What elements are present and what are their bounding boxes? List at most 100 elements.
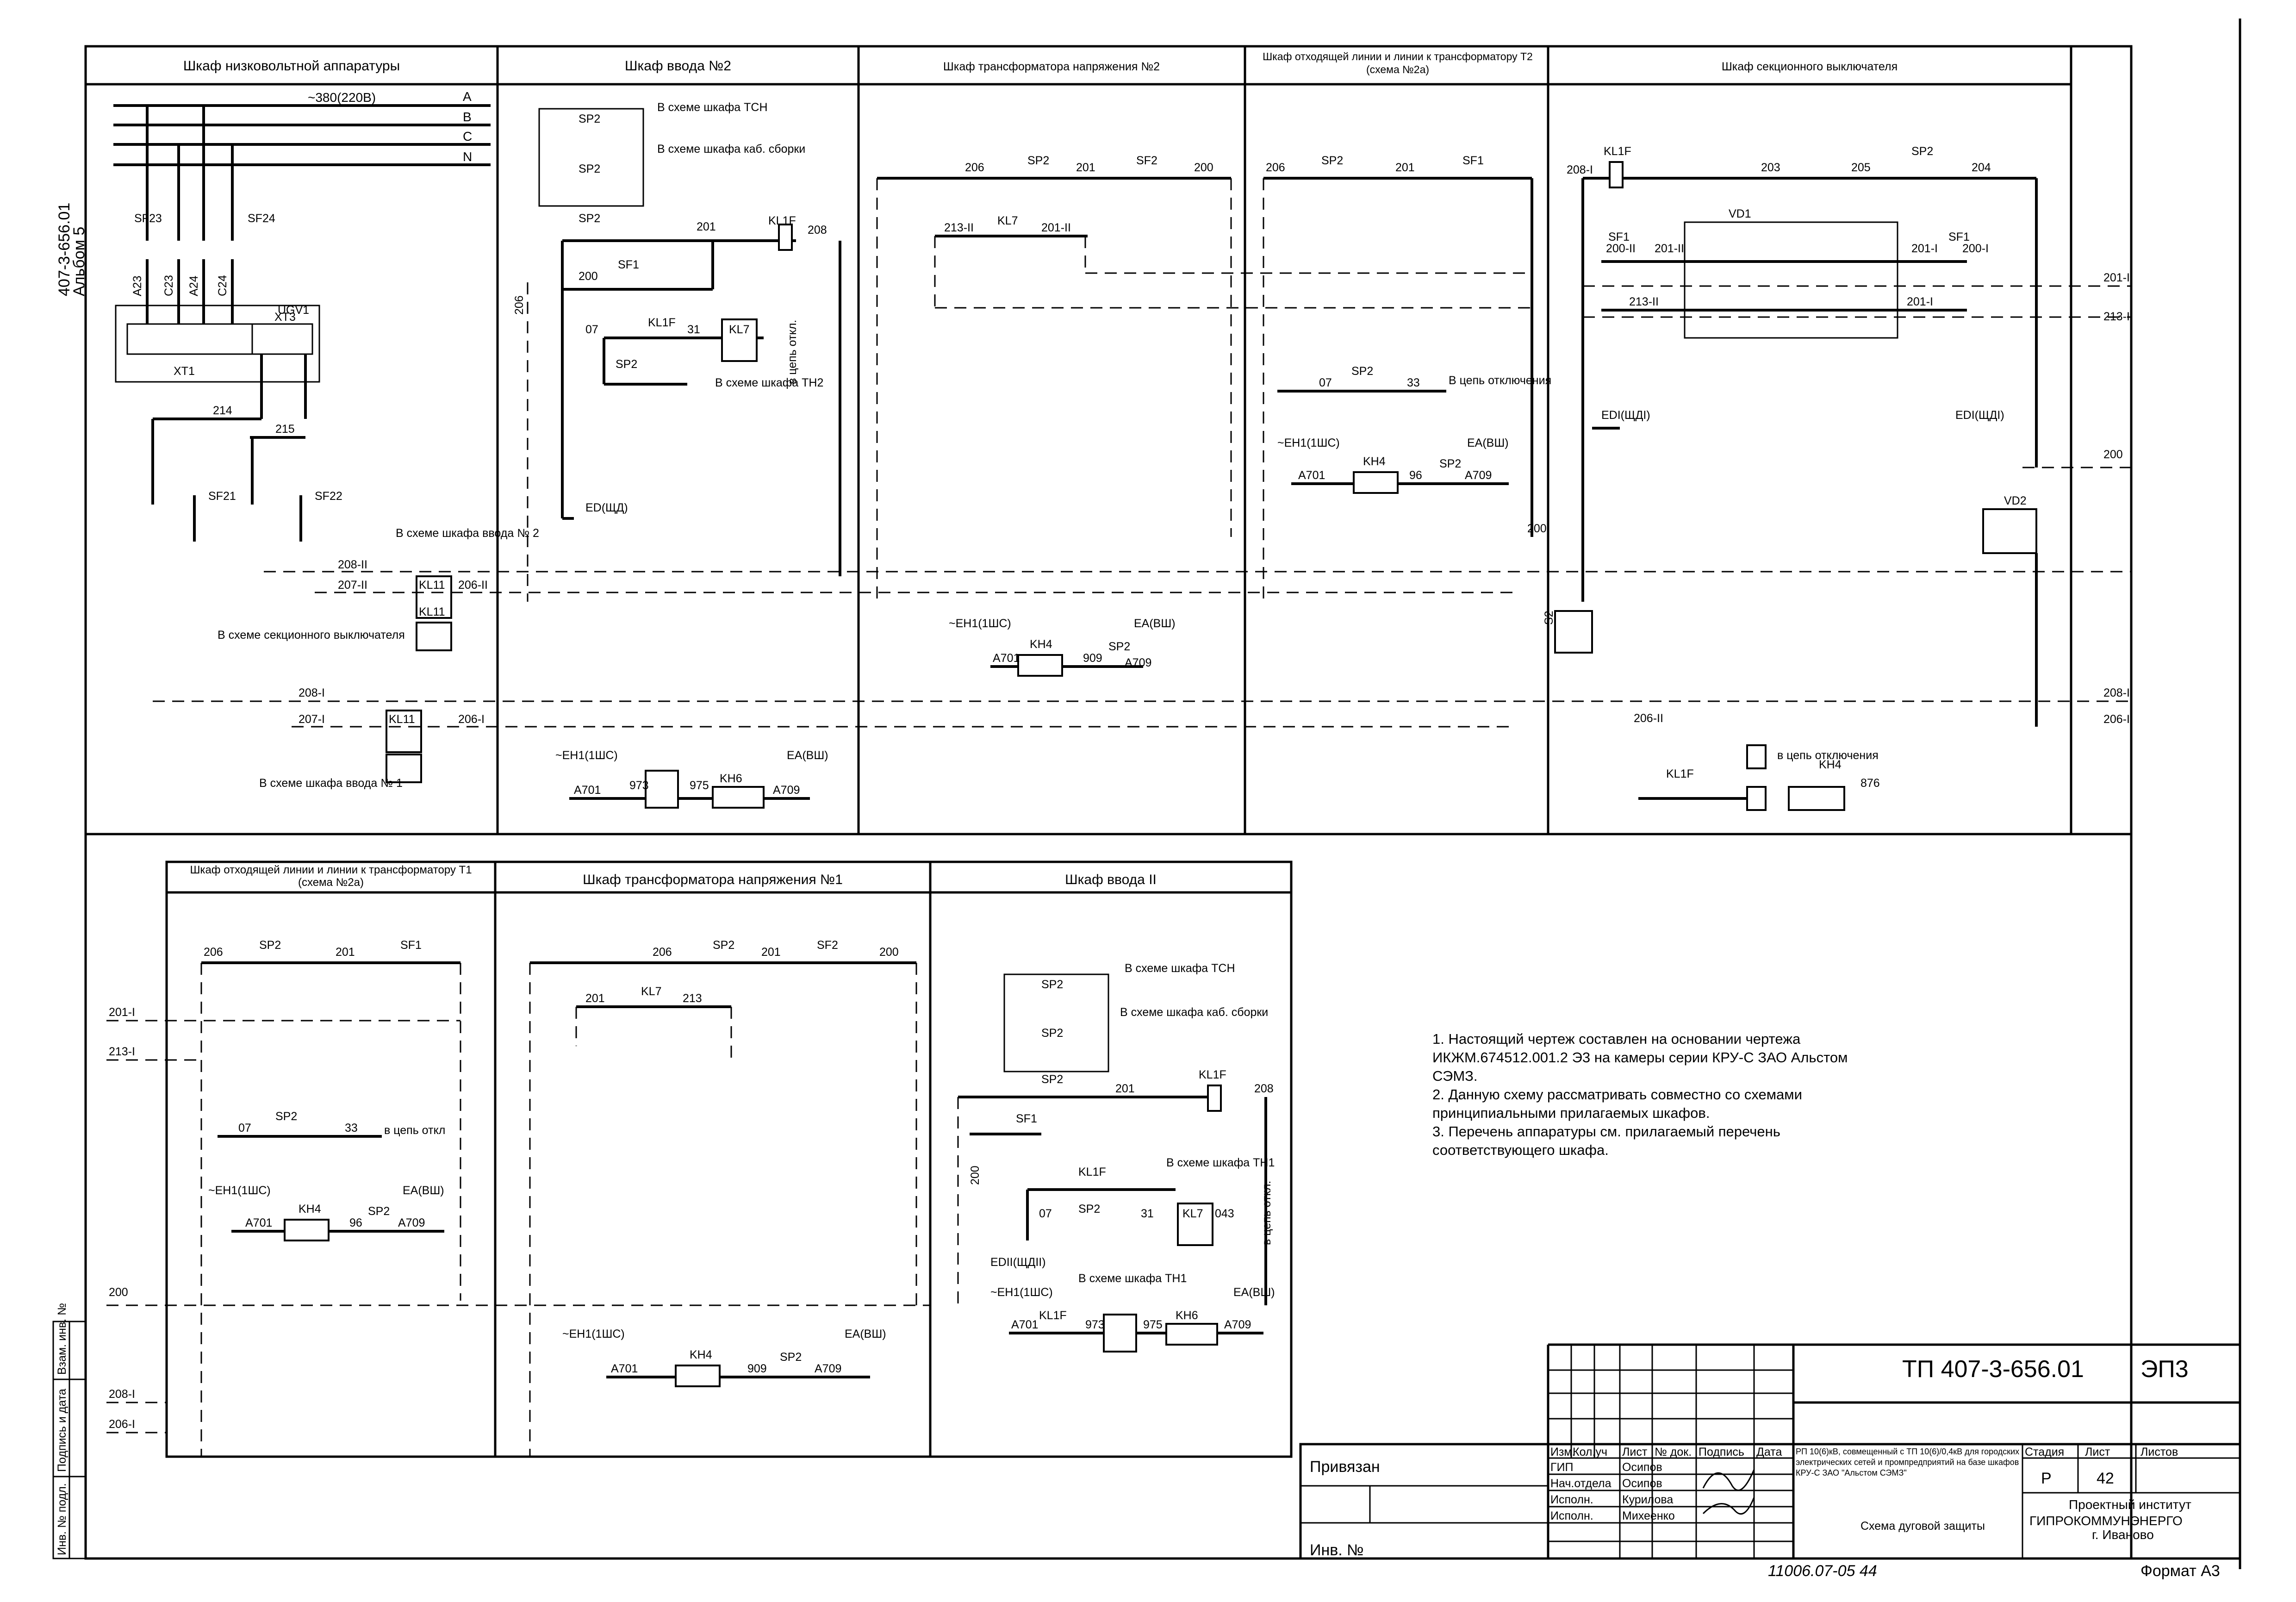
eh1: ~ЕН1(1ШС) [208,1184,271,1197]
signature-1 [1702,1469,1755,1491]
kh4: KH4 [299,1203,321,1216]
bus-voltage: ~380(220В) [308,90,376,105]
section-headers-bottom: Шкаф отходящей линии и линии к трансформ… [190,864,1157,889]
w-206: 206 [653,946,672,959]
eh1: ~ЕН1(1ШС) [1277,436,1340,449]
org-line-1: Проектный институт [2069,1497,2191,1512]
w-201: 201 [1115,1082,1135,1095]
w-203: 203 [1761,161,1780,174]
edi-right: EDI(ЩДI) [1955,409,2004,422]
note-1: 1. Настоящий чертеж составлен на основан… [1432,1031,1848,1084]
ref-tn2: В схеме шкафа ТН2 [715,376,823,389]
kl1f-2: KL1F [648,316,676,329]
w-201: 201 [697,220,716,233]
sheet-type: ЭП3 [2140,1356,2189,1383]
stamp-replace-inv: Взам. инв. № [56,1303,68,1375]
col-date: Дата [1756,1446,1782,1459]
drawing-title: Схема дуговой защиты [1860,1520,1985,1533]
ea: ЕА(ВШ) [1233,1286,1275,1299]
ea: ЕА(ВШ) [403,1184,444,1197]
w-200-i: 200-I [1962,242,1989,255]
edii: EDII(ЩДII) [990,1256,1046,1269]
w-043: 043 [1215,1207,1234,1220]
ea: ЕА(ВШ) [845,1328,886,1340]
w-208-i: 208-I [109,1388,135,1401]
w-201: 201 [1395,161,1415,174]
w-201: 201 [336,946,355,959]
sp2-2: SP2 [1041,1027,1063,1040]
name-exec1: Курилова [1622,1493,1673,1506]
edi-left: EDI(ЩДI) [1601,409,1650,422]
stage-value: Р [2041,1470,2052,1487]
a709: A709 [815,1362,841,1375]
phase-n: N [463,150,472,164]
inv-label: Инв. № [1310,1541,1364,1559]
phase-c: C [463,129,472,143]
title-block: ТП 407-3-656.01 ЭП3 Изм. Кол.уч Лист № д… [1299,1343,2241,1580]
w-206: 206 [513,295,526,315]
col-list: Лист [1622,1446,1648,1459]
role-exec1: Исполн. [1550,1493,1593,1506]
sheets-label: Листов [2140,1446,2178,1459]
sf2: SF2 [1136,154,1157,167]
w-909: 909 [747,1362,767,1375]
wire-206-i: 206-I [458,713,485,726]
sheet-value: 42 [2097,1470,2114,1487]
ref-cable: В схеме шкафа каб. сборки [1120,1006,1268,1019]
relay-kl11-a: KL11 [419,579,445,592]
sp2-3: SP2 [579,212,600,225]
a24: A24 [187,275,200,296]
ref-tn1: В схеме шкафа ТН1 [1166,1156,1275,1169]
header-tn-1: Шкаф трансформатора напряжения №1 [583,872,843,887]
sf1: SF1 [400,939,422,952]
w-213: 213 [683,992,702,1005]
role-head: Нач.отдела [1550,1477,1612,1490]
lv-cabinet: ~380(220В) A B C N SF23 SF24 A23 C23 A24… [113,89,2131,790]
sp2: SP2 [1027,154,1049,167]
w-96: 96 [349,1216,362,1229]
tied-label: Привязан [1310,1458,1380,1476]
tn-1-cabinet: 206 SP2 201 SF2 200 201 KL7 213 ~ЕН1(1ШС… [529,939,917,1457]
w-208-i: 208-I [1567,163,1593,176]
eh1: ~ЕН1(1ШС) [562,1328,625,1340]
sp2-b: SP2 [780,1351,802,1364]
wire-215: 215 [275,423,295,436]
sp2-3: SP2 [1041,1073,1063,1086]
col-izm: Изм. [1550,1446,1575,1459]
ref-tsn: В схеме шкафа ТСН [1125,962,1235,975]
kh4: KH4 [1030,638,1052,651]
kh4: KH4 [1819,758,1842,771]
s2: S2 [1543,611,1556,625]
kl1f: KL1F [1604,145,1631,158]
kl7: KL7 [641,985,661,998]
sf23-label: SF23 [134,212,162,225]
out-trip: в цепь откл. [786,320,799,384]
sp2-b: SP2 [1108,640,1130,653]
ed: ED(ЩД) [585,501,628,514]
org-line-3: г. Иваново [2092,1527,2154,1542]
stage-label: Стадия [2025,1446,2064,1459]
stamp-inv-orig: Инв. № подл. [56,1483,68,1555]
w-07: 07 [1039,1207,1052,1220]
role-exec2: Исполн. [1550,1509,1593,1522]
sp2: SP2 [1321,154,1343,167]
left-stamp-column: Взам. инв. № Подпись и дата Инв. № подл. [52,1303,87,1559]
handwritten-number: 11006.07-05 44 [1768,1562,1877,1580]
sheet-label: Лист [2085,1446,2110,1459]
w-33: 33 [1407,376,1420,389]
col-sign: Подпись [1699,1446,1744,1459]
line-t2-cabinet: 206 SP2 201 SF1 07 SP2 33 В цепь отключе… [1263,154,1551,602]
sf1-a: SF1 [1608,231,1630,243]
sectional-cabinet: 208-I KL1F 203 205 SP2 204 VD1 SF1 200-I… [1543,145,2133,811]
w-206-ii: 206-II [1634,712,1663,725]
kh4: KH4 [1363,455,1386,468]
role-gip: ГИП [1550,1461,1573,1474]
a709: A709 [1224,1318,1251,1331]
w-31: 31 [1141,1207,1154,1220]
header-lv-cabinet: Шкаф низковольтной аппаратуры [183,58,400,74]
name-gip: Осипов [1622,1461,1662,1474]
vd2: VD2 [2004,494,2027,507]
eh1: ~ЕН1(1ШС) [949,617,1011,630]
vd1: VD1 [1729,207,1751,220]
header-input-1: Шкаф ввода II [1065,872,1157,887]
